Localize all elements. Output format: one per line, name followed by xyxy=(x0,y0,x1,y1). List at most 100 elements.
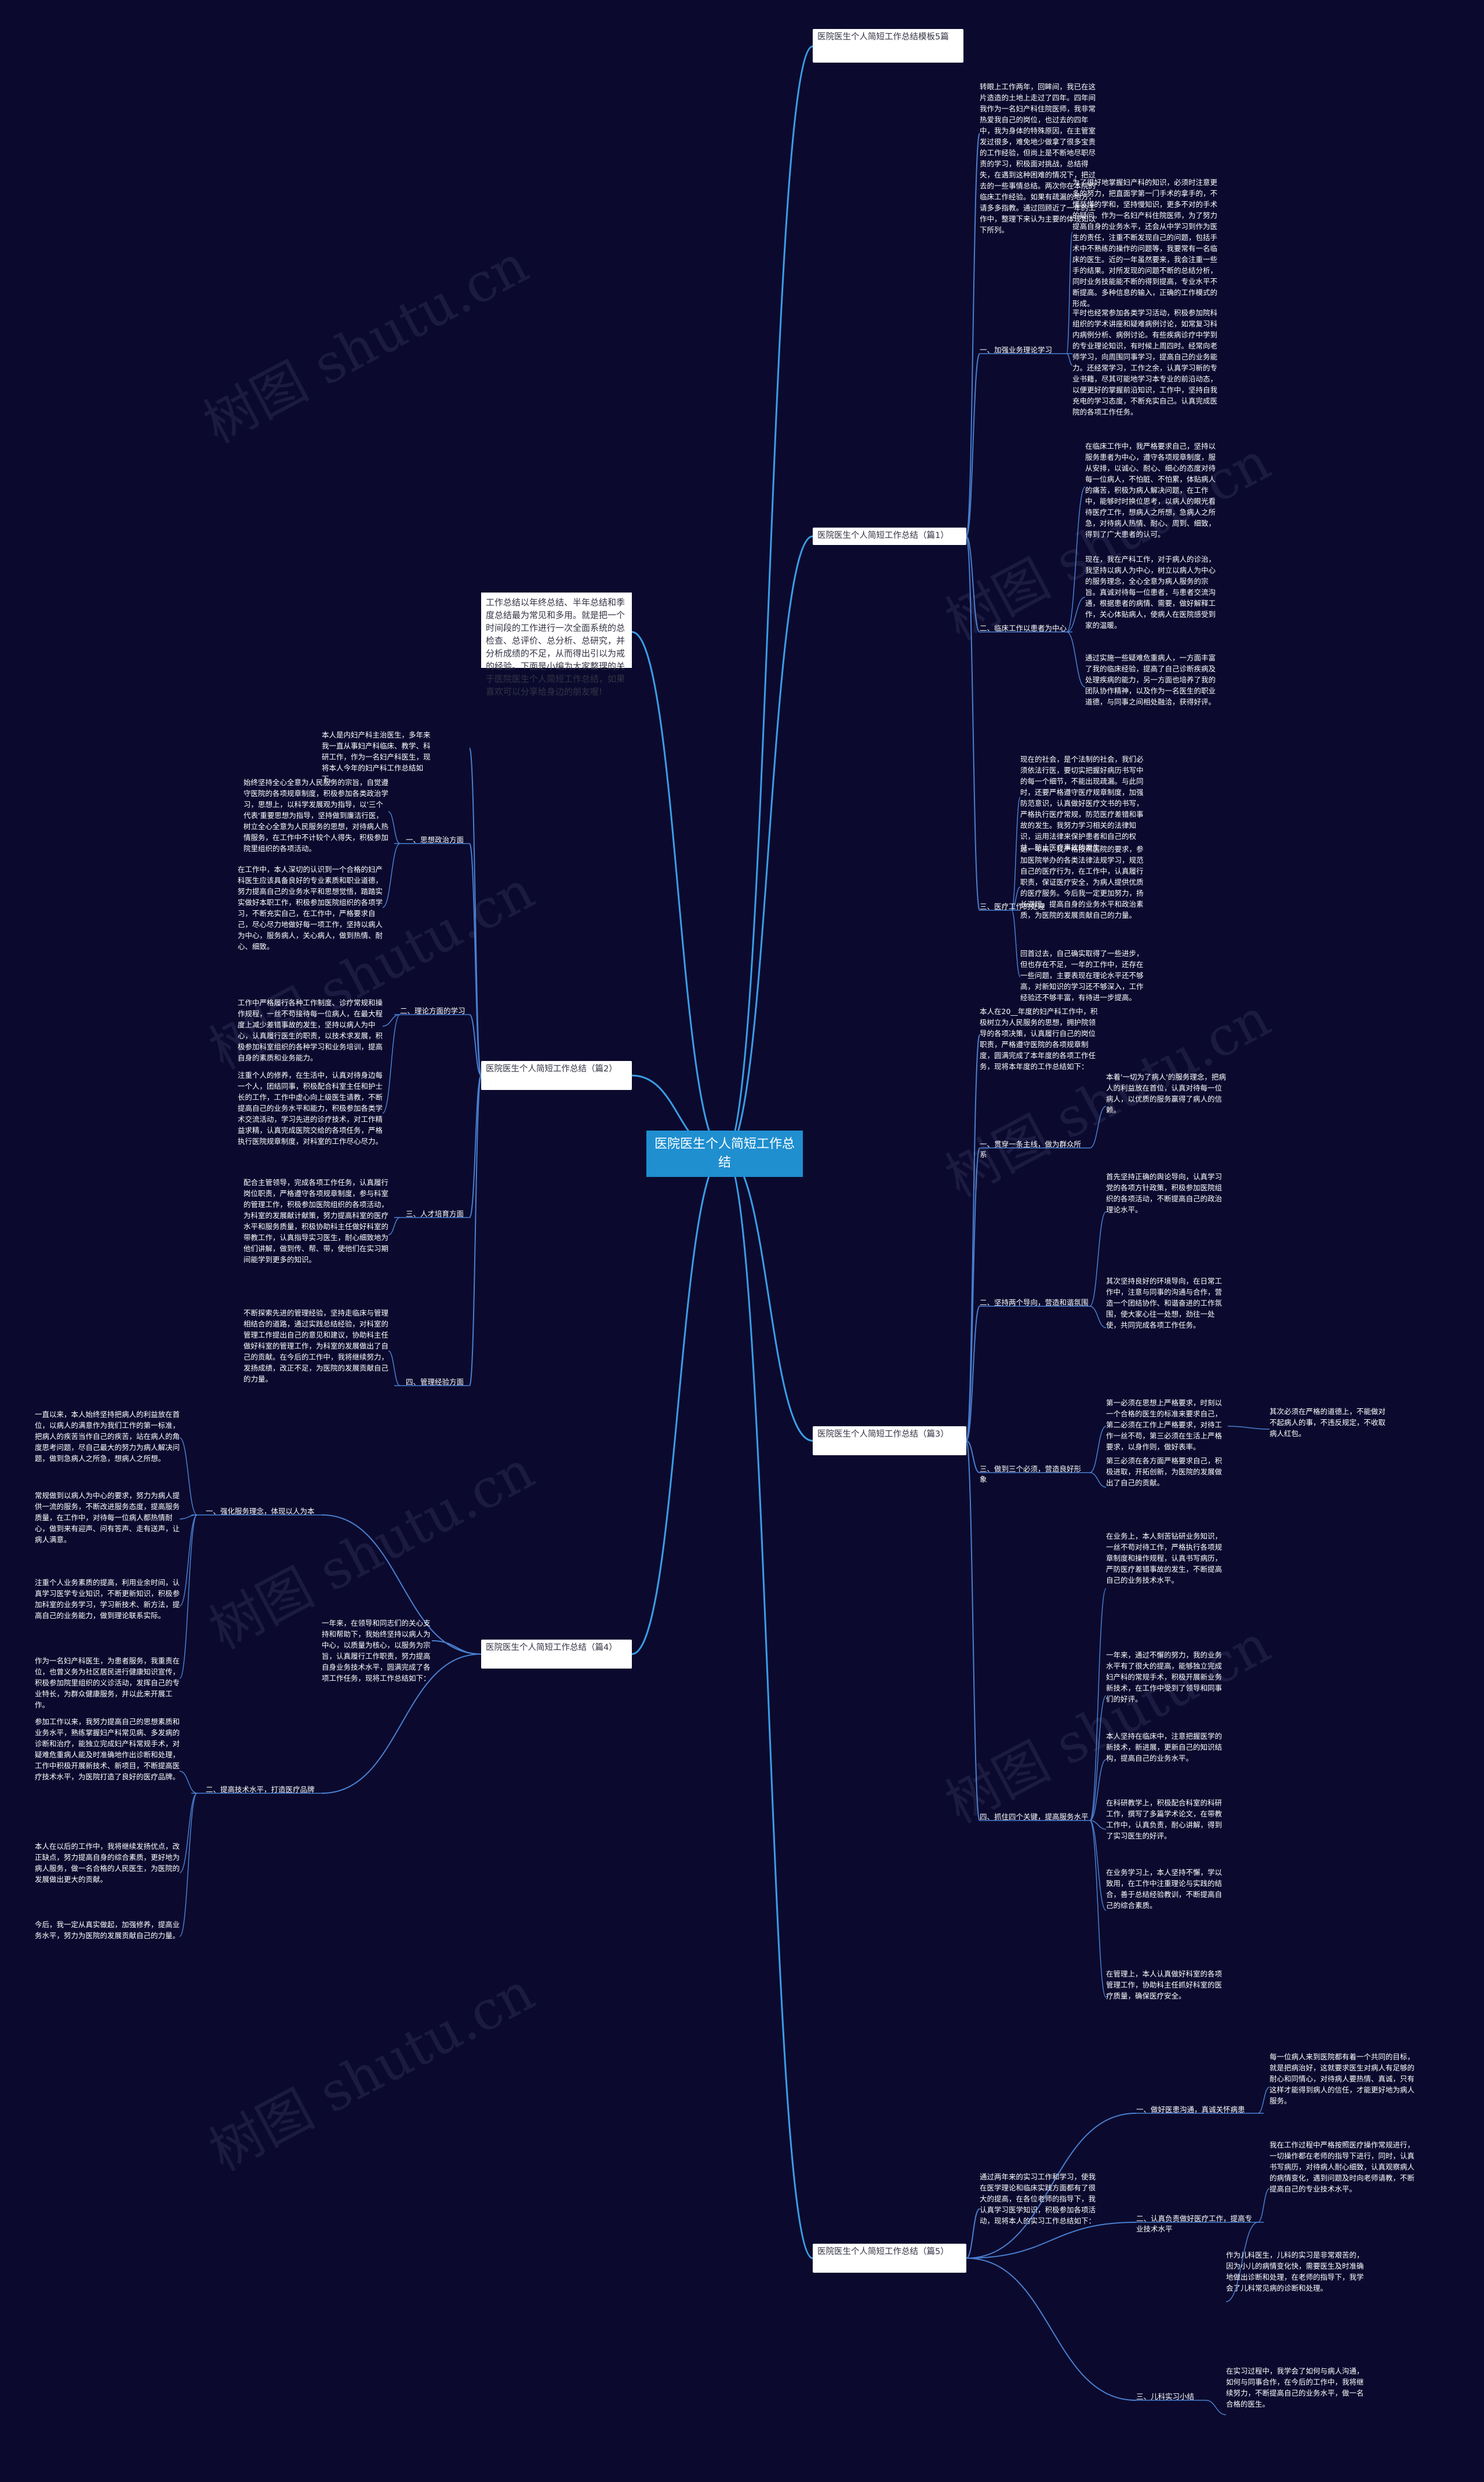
root-topic[interactable]: 医院医生个人简短工作总结 xyxy=(646,1131,803,1177)
article-2-lead: 本人是内妇产科主治医生，多年来我一直从事妇产科临床、教学、科研工作，作为一名妇产… xyxy=(322,731,431,783)
article-1-section-2-text-a: 在临床工作中，我严格要求自己，坚持以服务患者为中心，遵守各项规章制度，服从安排，… xyxy=(1085,442,1216,539)
article-3-section-2[interactable]: 二、坚持两个导向，营造和谐氛围 xyxy=(980,1298,1089,1307)
connector-line xyxy=(469,843,482,1076)
article-2-section-3-text-a: 配合主管领导，完成各项工作任务，认真履行岗位职责，严格遵守各项规章制度，参与科室… xyxy=(243,1178,389,1264)
article-2-section-2-text-a: 工作中严格履行各种工作制度、诊疗常规和操作规程，一丝不苟接待每一位病人，在最大程… xyxy=(238,998,383,1062)
connector-line xyxy=(966,1440,980,1821)
article-1-section-3[interactable]: 三、医疗工作的处理 xyxy=(980,902,1045,911)
article-3-section-4-text-c: 本人坚持在临床中，注意把握医学的新技术，新进展，更新自己的知识结构，提高自己的业… xyxy=(1106,1732,1223,1763)
article-3-section-3[interactable]: 三、做到三个必须，营造良好形象 xyxy=(980,1465,1082,1484)
connector-line xyxy=(1066,631,1086,688)
connector-line xyxy=(179,1514,198,1679)
connector-line xyxy=(724,535,813,1155)
article-3-section-2-text-b: 其次坚持良好的环境导向，在日常工作中，注意与同事的沟通与合作，营造一个团结协作、… xyxy=(1106,1277,1223,1329)
article-5-section-2[interactable]: 二、认真负责做好医疗工作，提高专业技术水平 xyxy=(1136,2214,1253,2233)
connector-line xyxy=(966,536,980,911)
connector-line xyxy=(179,1771,198,1794)
article-3-lead: 本人在20__年度的妇产科工作中，积极树立为人民服务的思想，拥护院领导的各项决策… xyxy=(980,1007,1098,1071)
connector-line xyxy=(966,2113,1137,2259)
article-5-section-3[interactable]: 三、儿科实习小结 xyxy=(1136,2392,1195,2401)
connector-line xyxy=(1257,2188,1270,2223)
connector-line xyxy=(179,1514,198,1520)
connector-line xyxy=(388,811,401,844)
article-4-section-2-text-c: 今后，我一定从真实做起，加强修养，提高业务水平，努力为医院的发展贡献自己的力量。 xyxy=(35,1920,180,1940)
connector-line xyxy=(631,631,725,1155)
article-3-section-4-text-b: 一年来，通过不懈的努力，我的业务水平有了很大的提高，能够独立完成妇产科的常规手术… xyxy=(1106,1651,1223,1703)
connector-line xyxy=(179,1514,198,1607)
connector-line xyxy=(469,1014,482,1076)
connector-line xyxy=(966,1306,980,1441)
branch-article-1[interactable]: 医院医生个人简短工作总结（篇1） xyxy=(813,528,966,545)
connector-line xyxy=(1089,1211,1107,1307)
article-1-section-3-text-a: 现在的社会，是个法制的社会，我们必须依法行医，要切实把握好病历书写中的每一个细节… xyxy=(1020,755,1144,852)
article-2-section-2[interactable]: 二、理论方面的学习 xyxy=(400,1006,465,1015)
connector-line xyxy=(1011,797,1021,911)
article-3-section-4[interactable]: 四、抓住四个关键，提高服务水平 xyxy=(980,1812,1089,1821)
connector-line xyxy=(382,843,401,908)
article-2-section-4-text-a: 不断探索先进的管理经验，坚持走临床与管理相结合的道路，通过实践总结经验，对科室的… xyxy=(243,1309,389,1383)
article-4-section-1-text-c: 注重个人业务素质的提高，利用业余时间，认真学习医学专业知识，不断更新知识，积极参… xyxy=(35,1578,180,1620)
connector-line xyxy=(631,1153,725,1655)
connector-line xyxy=(966,1147,980,1441)
connector-line xyxy=(724,1153,813,2259)
connector-line xyxy=(469,747,482,1076)
connector-line xyxy=(966,2208,980,2259)
connector-line xyxy=(966,133,980,537)
article-3-section-1[interactable]: 一、贯穿一条主线，做为群众所系 xyxy=(980,1140,1082,1159)
article-4-lead: 一年来，在领导和同志们的关心支持和帮助下，我始终坚持以病人为中心，以质量为核心，… xyxy=(322,1619,431,1682)
branch-article-2[interactable]: 医院医生个人简短工作总结（篇2） xyxy=(481,1061,632,1090)
article-1-section-1[interactable]: 一、加强业务理论学习 xyxy=(980,346,1053,354)
connector-line xyxy=(966,2258,1137,2401)
article-2-section-1-text-b: 在工作中，本人深切的认识到一个合格的妇产科医生应该具备良好的专业素质和职业道德，… xyxy=(238,865,383,951)
article-1-section-1-text-a: 为了很好地掌握妇产科的知识，必须时注意更多的努力，把直面学第一门手术的拿手的，不… xyxy=(1072,178,1218,308)
article-1-section-3-text-b: 过一年来，我严格按照医院的要求，参加医院举办的各类法律法规学习，规范自己的医疗行… xyxy=(1020,845,1144,920)
connector-line xyxy=(1011,910,1021,977)
article-1-section-2[interactable]: 二、临床工作以患者为中心 xyxy=(980,624,1067,633)
article-4-section-1-text-b: 常规做到以病人为中心的要求，努力为病人提供一流的服务，不断改进服务态度，提高服务… xyxy=(35,1491,180,1544)
connector-line xyxy=(321,1654,482,1794)
connector-line xyxy=(382,1014,401,1027)
article-2-section-2-text-b: 注重个人的修养，在生活中，认真对待身边每一个人，团结同事，积极配合科室主任和护士… xyxy=(238,1071,383,1146)
connector-line xyxy=(1089,1820,1107,1998)
branch-article-4[interactable]: 医院医生个人简短工作总结（篇4） xyxy=(481,1640,632,1669)
article-4-section-1[interactable]: 一、强化服务理念，体现以人为本 xyxy=(206,1507,315,1516)
connector-line xyxy=(1089,1759,1107,1821)
branch-template[interactable]: 医院医生个人简短工作总结模板5篇 xyxy=(813,29,963,63)
connector-line xyxy=(966,536,980,633)
connector-line xyxy=(966,2222,1137,2259)
article-2-section-1-text-a: 始终坚持全心全意为人民服务的宗旨，自觉遵守医院的各项规章制度，积极参加各类政治学… xyxy=(243,778,389,853)
article-1-lead: 转眼上工作两年，回眸间，我已在这片造造的土地上走过了四年。四年间我作为一名妇产科… xyxy=(980,82,1096,234)
article-5-lead: 通过两年来的实习工作和学习，使我在医学理论和临床实践方面都有了很大的提高，在各位… xyxy=(980,2172,1096,2225)
article-3-section-4-text-a: 在业务上，本人刻苦钻研业务知识，一丝不苟对待工作，严格执行各项规章制度和操作规程… xyxy=(1106,1532,1223,1585)
connector-line xyxy=(469,1075,482,1218)
article-2-section-3[interactable]: 三、人才培育方面 xyxy=(406,1209,464,1218)
article-4-section-1-text-a: 一直以来，本人始终坚持把病人的利益放在首位，以病人的满意作为我们工作的第一标准，… xyxy=(35,1410,180,1463)
intro-note[interactable]: 工作总结以年终总结、半年总结和季度总结最为常见和多用。就是把一个时间段的工作进行… xyxy=(481,593,632,697)
article-5-section-2-text-a: 我在工作过程中严格按照医疗操作常规进行，一切操作都在老师的指导下进行，同时，认真… xyxy=(1270,2141,1415,2193)
connector-line xyxy=(431,1640,482,1655)
article-2-section-1[interactable]: 一、思想政治方面 xyxy=(406,835,464,844)
connector-line xyxy=(388,1217,401,1235)
article-5-section-3-text-a: 在实习过程中，我学会了如何与病人沟通，如何与同事合作，在今后的工作中，我将继续努… xyxy=(1226,2367,1364,2408)
branch-article-3[interactable]: 医院医生个人简短工作总结（篇3） xyxy=(813,1426,966,1455)
article-5-section-2-text-b: 作为儿科医生，儿科的实习是非常艰苦的，因为小儿的病情变化快，需要医生及时准确地做… xyxy=(1226,2251,1364,2292)
connector-line xyxy=(179,1793,198,1873)
article-5-section-1[interactable]: 一、做好医患沟通，真诚关怀病患 xyxy=(1136,2105,1245,2114)
connector-line xyxy=(388,1350,401,1386)
article-4-section-2-text-a: 参加工作以来，我努力提高自己的思想素质和业务水平，熟练掌握妇产科常见病、多发病的… xyxy=(35,1717,180,1781)
article-4-section-2[interactable]: 二、提高技术水平，打造医疗品牌 xyxy=(206,1785,315,1794)
article-2-section-4[interactable]: 四、管理经验方面 xyxy=(406,1378,464,1386)
connector-line xyxy=(179,1437,198,1516)
article-3-section-1-text-a: 本着'一切为了病人'的服务理念，把病人的利益放在首位，认真对待每一位病人，以优质… xyxy=(1106,1073,1226,1114)
article-4-section-2-text-b: 本人在以后的工作中，我将继续发扬优点，改正缺点，努力提高自身的综合素质，更好地为… xyxy=(35,1842,180,1884)
connector-line xyxy=(724,45,813,1155)
connector-line xyxy=(1089,1820,1107,1911)
branch-article-5[interactable]: 医院医生个人简短工作总结（篇5） xyxy=(813,2244,966,2273)
connector-line xyxy=(1066,486,1086,633)
article-3-section-4-text-e: 在业务学习上，本人坚持不懈，学以致用，在工作中注重理论与实践的结合，善于总结经验… xyxy=(1106,1868,1223,1910)
connector-line xyxy=(1089,1695,1107,1821)
connector-line xyxy=(1066,353,1073,366)
article-1-section-2-text-c: 通过实施一些疑难危重病人，一方面丰富了我的临床经验，提高了自己诊断疾病及处理疾病… xyxy=(1085,653,1216,706)
connector-line xyxy=(1089,1306,1107,1328)
